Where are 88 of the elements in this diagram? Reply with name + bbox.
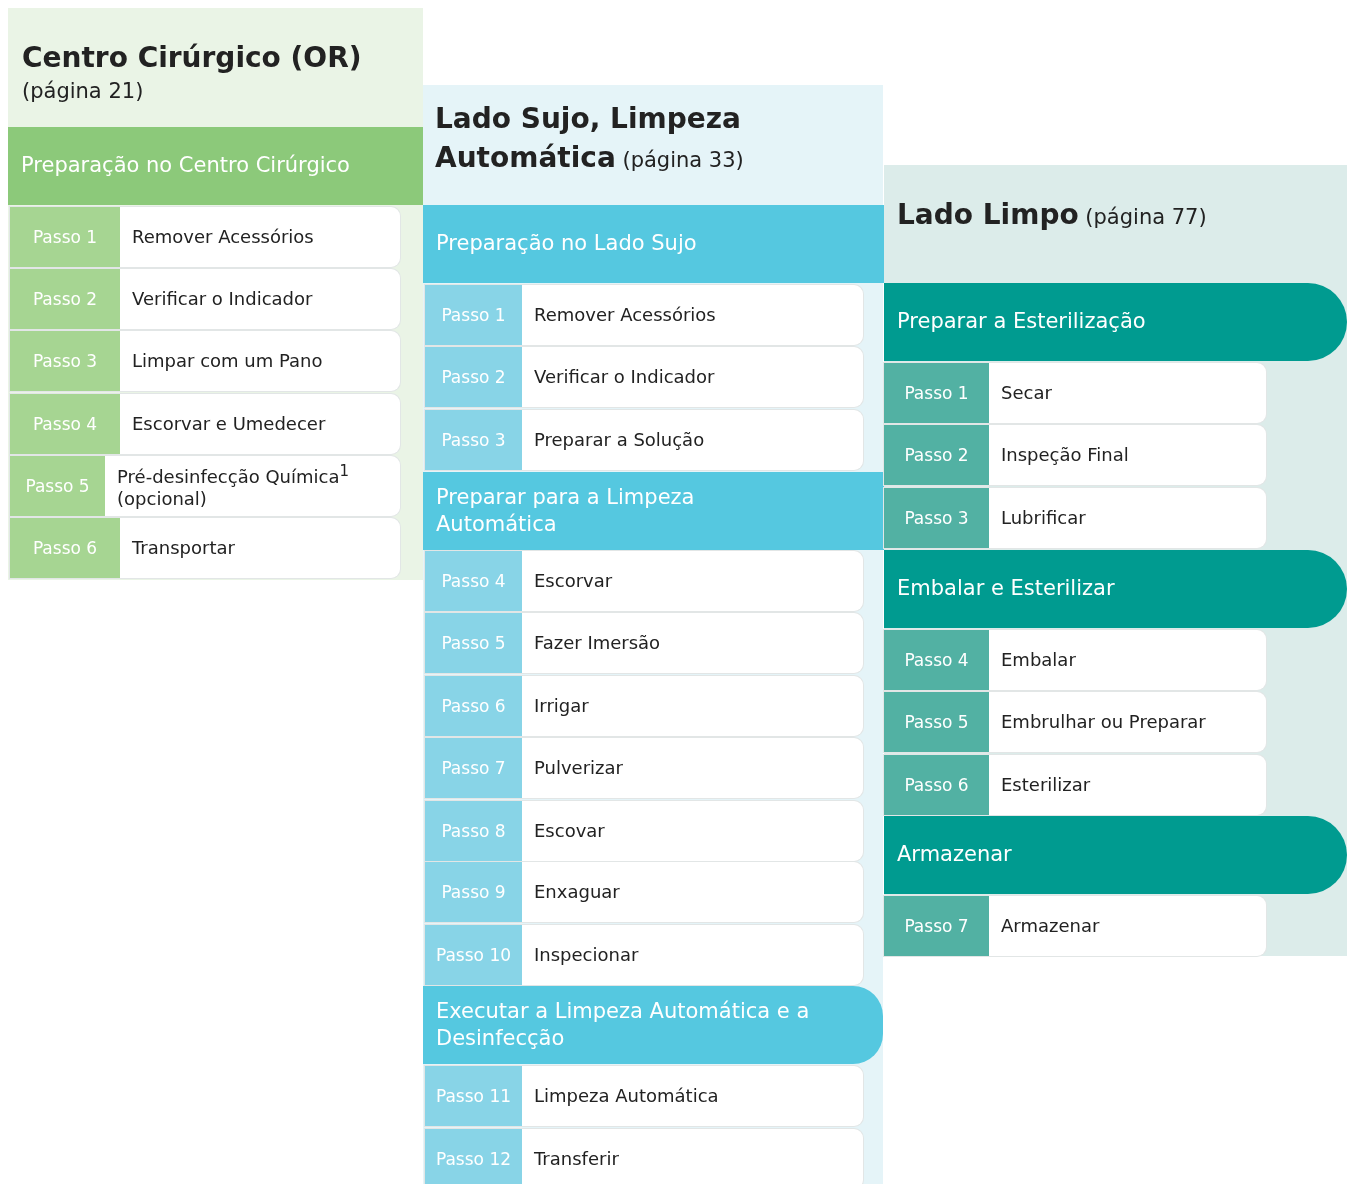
step-row (10, 518, 400, 578)
step-row (425, 347, 863, 407)
step-name: Transportar (132, 537, 235, 559)
step-name: Inspeção Final (1001, 444, 1129, 466)
step-row (425, 862, 863, 922)
step-name: Pulverizar (534, 757, 623, 779)
section-header: Preparação no Lado Sujo (423, 205, 884, 283)
step-number: Passo 3 (10, 331, 120, 391)
step-row (425, 285, 863, 345)
step-number: Passo 3 (425, 410, 522, 470)
step-row (425, 925, 863, 985)
step-row (10, 394, 400, 454)
step-number: Passo 5 (884, 692, 989, 752)
step-name: Fazer Imersão (534, 632, 661, 654)
step-number: Passo 1 (10, 207, 120, 267)
step-row (425, 1129, 863, 1184)
step-number: Passo 4 (425, 551, 522, 611)
section-header: Preparar para a Limpeza Automática (423, 472, 884, 550)
section-header: Preparar a Esterilização (884, 283, 1347, 361)
step-row (884, 692, 1266, 752)
step-row (425, 410, 863, 470)
section-header: Executar a Limpeza Automática e a Desinfecção (423, 986, 883, 1064)
step-row (884, 755, 1266, 815)
step-number: Passo 11 (425, 1066, 522, 1126)
step-name: Preparar a Solução (534, 429, 705, 451)
step-row (425, 551, 863, 611)
step-name: Escorvar (534, 570, 613, 592)
panel-background (884, 165, 1347, 956)
step-row (884, 363, 1266, 423)
section-header: Armazenar (884, 816, 1347, 894)
step-name: Embrulhar ou Preparar (1001, 711, 1206, 733)
step-number: Passo 5 (10, 456, 106, 516)
step-number: Passo 12 (425, 1129, 522, 1184)
step-number: Passo 7 (884, 896, 989, 956)
step-number: Passo 5 (425, 613, 522, 673)
section-header: Preparação no Centro Cirúrgico (8, 127, 423, 205)
step-number: Passo 2 (425, 347, 522, 407)
step-name: Escovar (534, 820, 605, 842)
step-row (10, 456, 400, 516)
step-row (425, 1066, 863, 1126)
step-row (884, 488, 1266, 548)
step-row (425, 738, 863, 798)
step-number: Passo 1 (425, 285, 522, 345)
panel-title: Lado Sujo, Limpeza Automática (página 33) (435, 101, 745, 177)
step-name: Lubrificar (1001, 507, 1086, 529)
panel-background (8, 8, 423, 580)
step-name: Pré-desinfecção Química$^{1}$ (opcional) (117, 462, 350, 510)
panel-title: Centro Cirúrgico (OR) (página 21) (22, 40, 363, 106)
step-number: Passo 6 (10, 518, 120, 578)
step-name: Irrigar (534, 695, 589, 717)
step-name: Limpeza Automática (534, 1085, 719, 1107)
step-number: Passo 10 (425, 925, 522, 985)
step-row (10, 331, 400, 391)
step-number: Passo 2 (884, 425, 989, 485)
step-name: Inspecionar (534, 944, 639, 966)
step-row (425, 801, 863, 861)
step-number: Passo 6 (425, 676, 522, 736)
step-name: Armazenar (1001, 915, 1100, 937)
step-name: Escorvar e Umedecer (132, 413, 326, 435)
step-number: Passo 9 (425, 862, 522, 922)
section-header: Embalar e Esterilizar (884, 550, 1347, 628)
step-name: Verificar o Indicador (534, 366, 715, 388)
step-name: Embalar (1001, 649, 1076, 671)
step-row (10, 207, 400, 267)
step-number: Passo 4 (884, 630, 989, 690)
step-row (425, 613, 863, 673)
step-name: Remover Acessórios (534, 304, 716, 326)
step-name: Transferir (534, 1148, 619, 1170)
step-name: Verificar o Indicador (132, 288, 313, 310)
step-number: Passo 7 (425, 738, 522, 798)
step-row (10, 269, 400, 329)
step-number: Passo 4 (10, 394, 120, 454)
step-row (425, 676, 863, 736)
panel-background (423, 85, 883, 1184)
step-number: Passo 8 (425, 801, 522, 861)
step-name: Remover Acessórios (132, 226, 314, 248)
step-name: Secar (1001, 382, 1052, 404)
step-row (884, 630, 1266, 690)
step-number: Passo 1 (884, 363, 989, 423)
panel-title: Lado Limpo (página 77) (897, 197, 1208, 233)
step-name: Enxaguar (534, 881, 620, 903)
step-name: Esterilizar (1001, 774, 1091, 796)
step-row (884, 896, 1266, 956)
step-row (884, 425, 1266, 485)
step-number: Passo 2 (10, 269, 120, 329)
step-number: Passo 3 (884, 488, 989, 548)
step-name: Limpar com um Pano (132, 350, 323, 372)
step-number: Passo 6 (884, 755, 989, 815)
